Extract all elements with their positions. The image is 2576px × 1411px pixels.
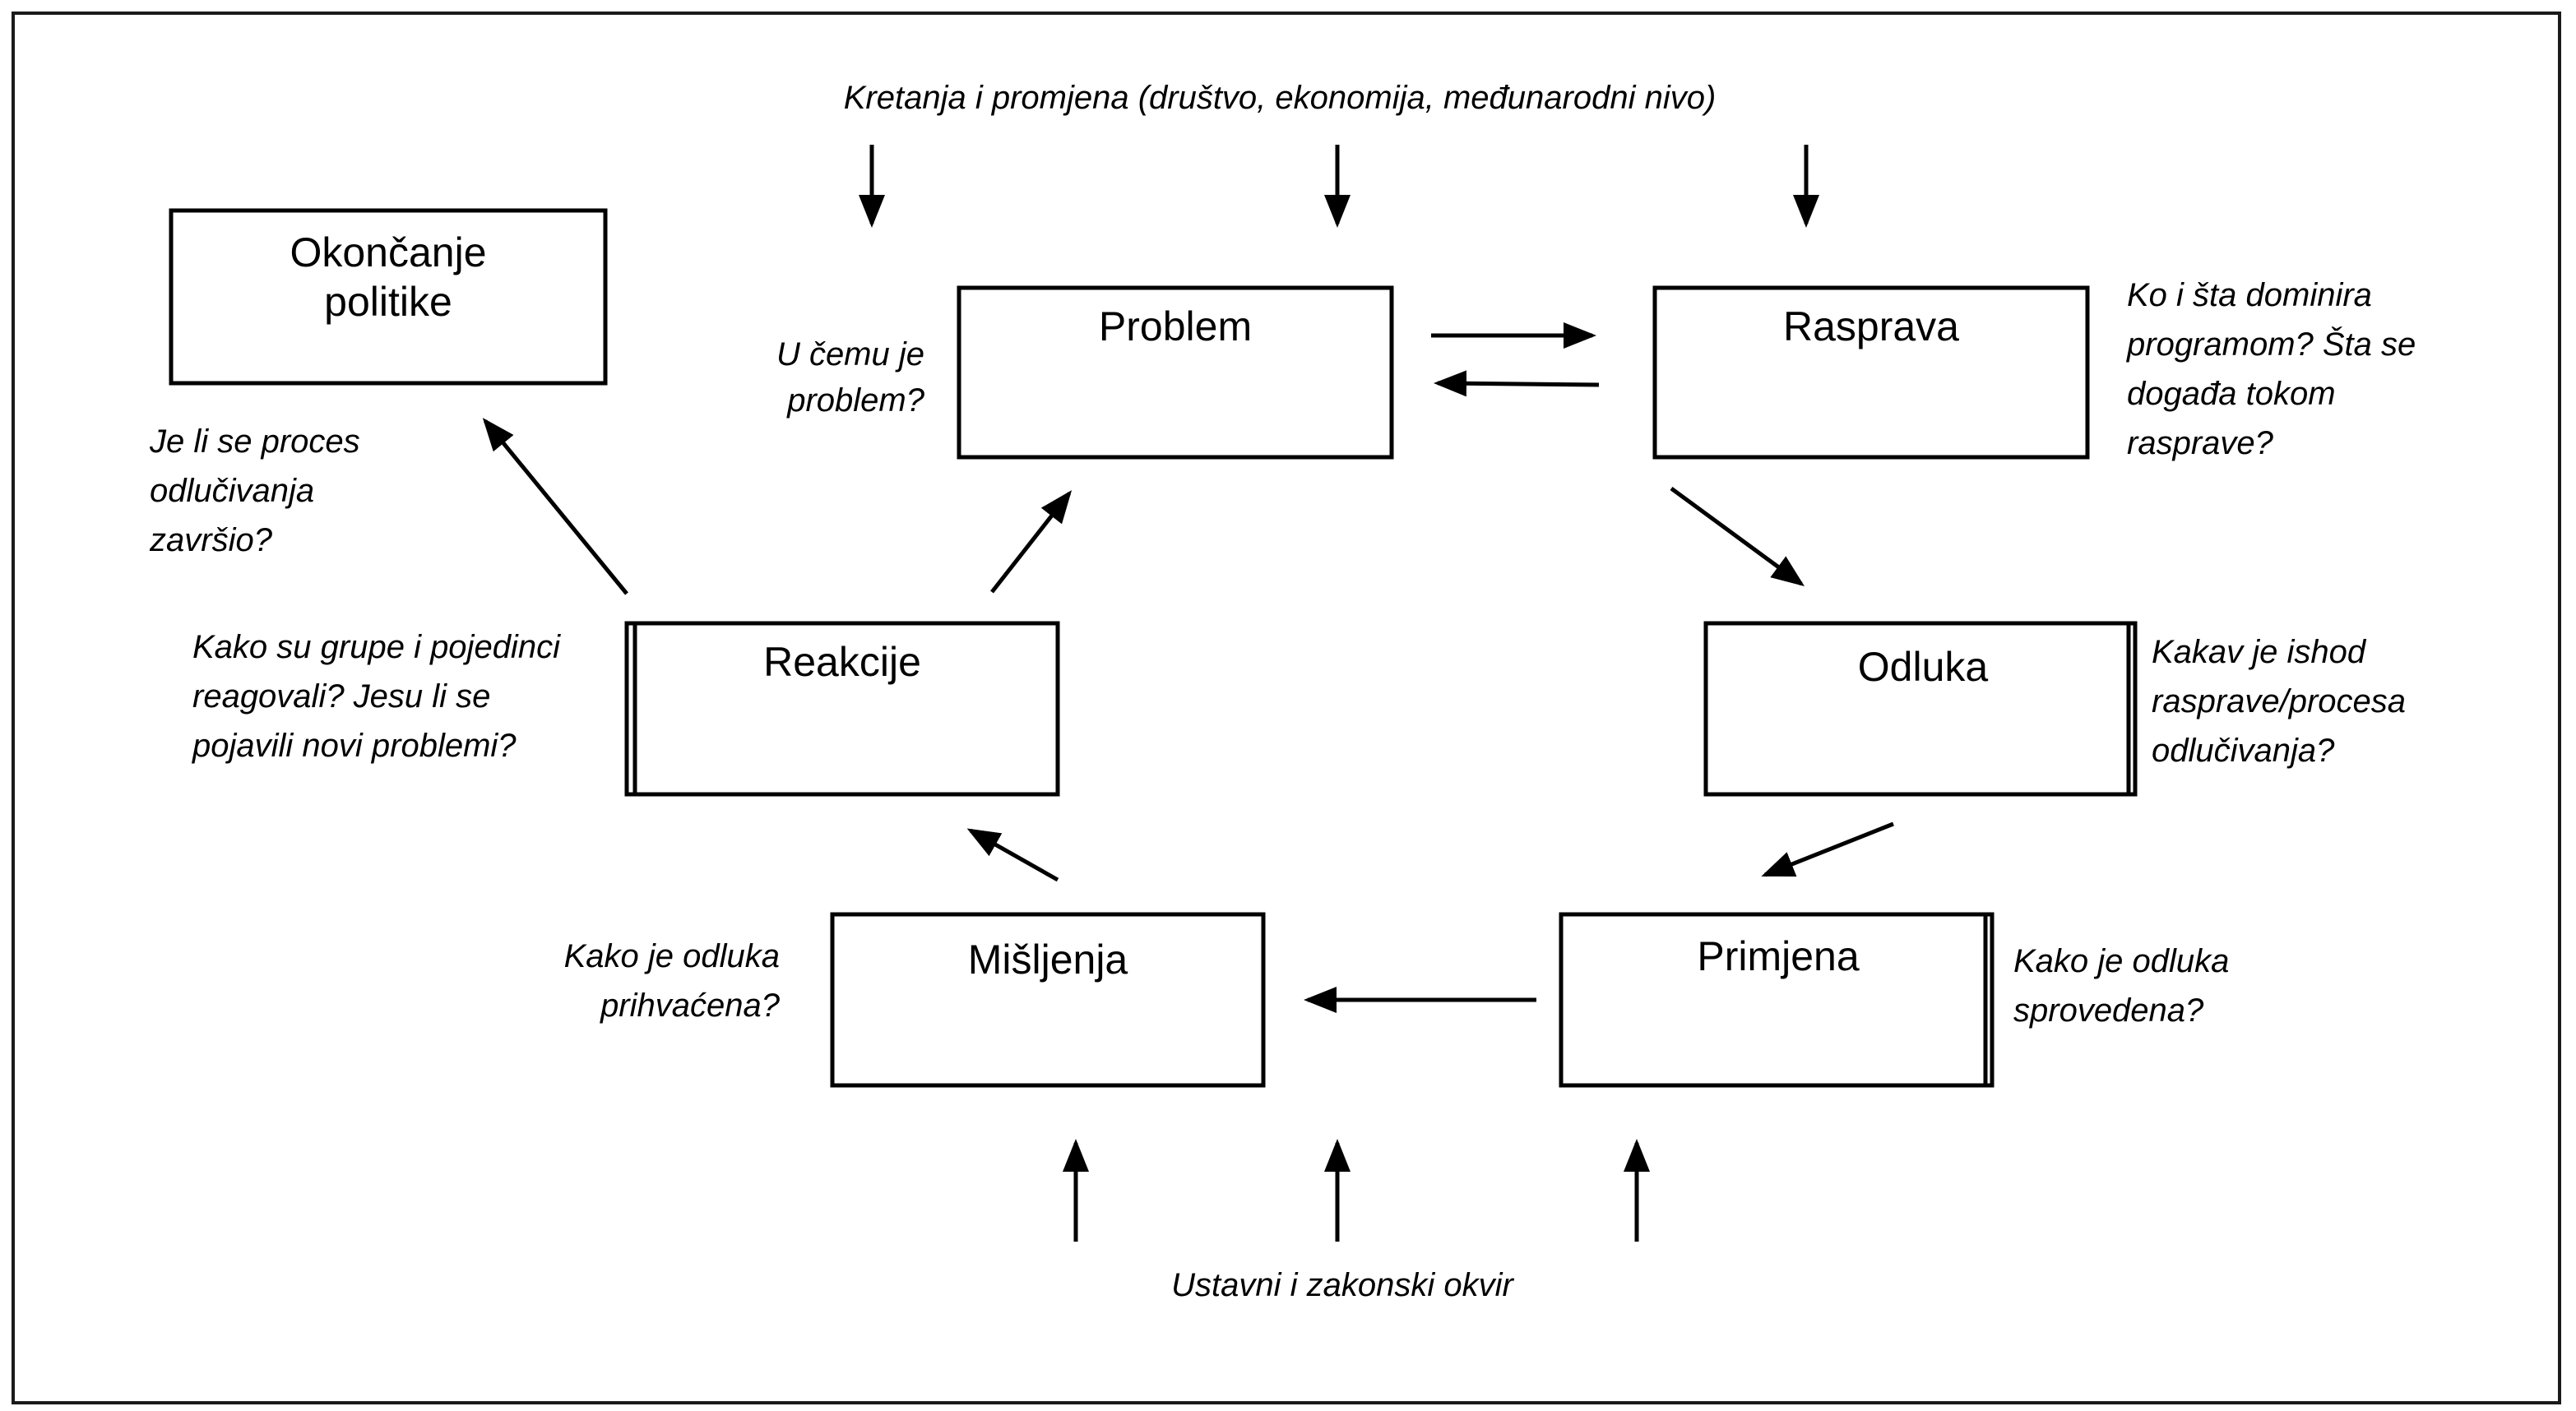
question-reakcije: Kako su grupe i pojedinci reagovali? Jes…	[192, 629, 561, 764]
question-line: rasprave?	[2127, 425, 2274, 461]
stage-label: Primjena	[1697, 933, 1859, 979]
stage-label: Odluka	[1858, 644, 1989, 690]
stage-box	[169, 208, 608, 386]
top-influence-label: Kretanja i promjena (društvo, ekonomija,…	[844, 80, 1717, 116]
question-line: pojavili novi problemi?	[192, 728, 517, 764]
outer-frame	[12, 12, 2561, 1404]
question-line: Kakav je ishod	[2152, 634, 2367, 670]
stage-label-line: Okončanje	[290, 229, 486, 275]
question-line: Kako je odluka	[2013, 943, 2229, 979]
arrow-rasprava-to-problem	[1434, 370, 1600, 397]
stage-box	[1559, 912, 1988, 1088]
stage-label-line: politike	[324, 279, 452, 325]
stage-rasprava: Rasprava	[1652, 285, 2090, 460]
bracket-decoration	[2120, 621, 2138, 797]
stage-odluka: Odluka	[1703, 621, 2138, 797]
question-line: sprovedena?	[2013, 992, 2204, 1029]
arrow-rasprava-to-odluka	[1670, 486, 1805, 586]
question-line: reagovali? Jesu li se	[192, 678, 490, 715]
question-problem: U čemu je problem?	[776, 336, 925, 419]
stage-label: Mišljenja	[968, 937, 1128, 983]
question-rasprava: Ko i šta dominira programom? Šta se doga…	[2126, 277, 2416, 461]
question-okoncanje: Je li se proces odlučivanja završio?	[149, 423, 360, 558]
question-misljenja: Kako je odluka prihvaćena?	[564, 938, 781, 1024]
stage-box	[632, 621, 1060, 797]
arrow-odluka-to-primjena	[1761, 821, 1894, 877]
stage-primjena: Primjena	[1559, 912, 1995, 1088]
bracket-decoration	[624, 621, 643, 797]
stage-misljenja: Mišljenja	[830, 912, 1266, 1088]
question-line: događa tokom	[2127, 376, 2336, 412]
question-primjena: Kako je odluka sprovedena?	[2013, 943, 2229, 1029]
stage-box	[1703, 621, 2131, 797]
question-line: Je li se proces	[149, 423, 360, 460]
question-line: odlučivanja?	[2152, 733, 2335, 769]
stage-label: Reakcije	[763, 639, 921, 685]
question-line: Kako je odluka	[564, 938, 780, 974]
question-line: prihvaćena?	[600, 988, 781, 1024]
bracket-decoration	[1977, 912, 1995, 1088]
question-line: U čemu je	[776, 336, 924, 372]
stage-box	[1652, 285, 2090, 460]
stage-reakcije: Reakcije	[624, 621, 1060, 797]
arrow-reakcije-to-problem	[990, 490, 1073, 594]
arrow-reakcije-to-okoncanje	[482, 418, 628, 595]
question-line: problem?	[786, 382, 925, 419]
question-line: programom? Šta se	[2126, 326, 2416, 363]
stage-box	[957, 285, 1394, 460]
question-line: Ko i šta dominira	[2127, 277, 2372, 313]
question-line: rasprave/procesa	[2152, 683, 2406, 719]
question-odluka: Kakav je ishod rasprave/procesa odlučiva…	[2152, 634, 2406, 769]
bottom-influence-label: Ustavni i zakonski okvir	[1171, 1267, 1514, 1303]
question-line: Kako su grupe i pojedinci	[192, 629, 561, 665]
stage-problem: Problem	[957, 285, 1394, 460]
question-line: završio?	[149, 522, 273, 558]
question-line: odlučivanja	[150, 473, 314, 509]
stage-box	[830, 912, 1266, 1088]
stage-okoncanje: Okončanje politike	[169, 208, 608, 386]
stage-label: Problem	[1099, 303, 1252, 349]
stage-label: Rasprava	[1783, 303, 1959, 349]
arrow-misljenja-to-reakcije	[966, 828, 1059, 882]
